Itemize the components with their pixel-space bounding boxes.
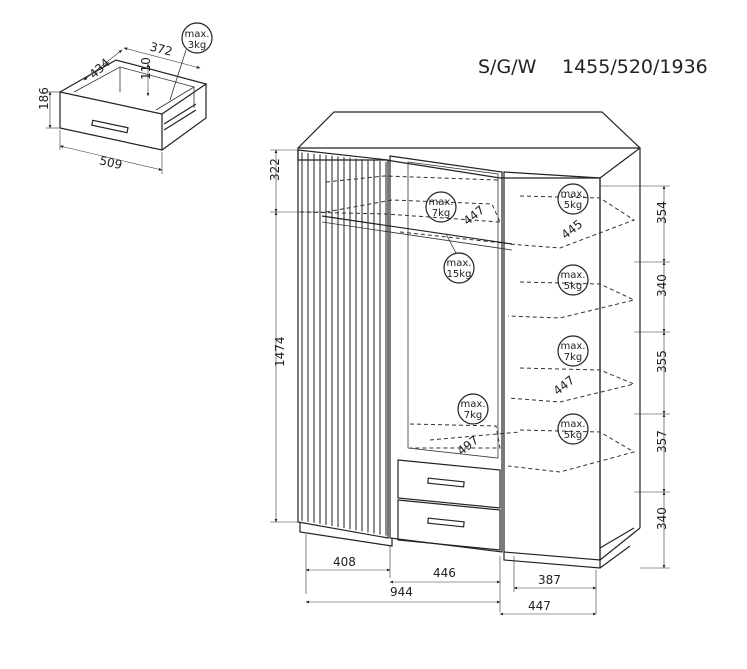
- svg-text:max.: max.: [561, 419, 586, 430]
- shelf-height-2: 340: [655, 274, 669, 297]
- load-badge-6: max. 7kg: [457, 393, 489, 425]
- shelf-height-5: 340: [655, 507, 669, 530]
- shelf-height-3: 355: [655, 350, 669, 373]
- right-width-label: 447: [528, 599, 551, 613]
- load-badge-5: max. 7kg: [557, 335, 589, 367]
- svg-text:5kg: 5kg: [564, 200, 583, 211]
- shelf-depth-2: 445: [559, 217, 586, 242]
- right-door: [503, 171, 601, 561]
- shelf-height-4: 357: [655, 430, 669, 453]
- overall-dimensions: 1455/520/1936: [562, 56, 708, 78]
- bottom-width-middle: 446: [433, 566, 456, 580]
- load-badges: max. 7kg max. 5kg max. 15kg max. 5kg max…: [425, 183, 589, 445]
- internal-shelves: [299, 175, 636, 473]
- load-badge-3: max. 15kg: [443, 233, 475, 284]
- drawer-inner-width-label: 372: [148, 40, 174, 59]
- svg-text:7kg: 7kg: [432, 208, 451, 219]
- wardrobe-drawer-upper: [397, 459, 501, 509]
- shelf-height-1: 354: [655, 201, 669, 224]
- drawer-load-badge: max. 3kg: [169, 22, 213, 101]
- drawer-inner-height-label: 110: [139, 57, 153, 80]
- svg-text:max.: max.: [461, 399, 486, 410]
- load-badge-7: max. 5kg: [557, 413, 589, 445]
- load-badge-2: max. 5kg: [557, 183, 589, 215]
- door-height-label: 1474: [273, 336, 287, 367]
- bottom-width-left: 408: [333, 555, 356, 569]
- product-code: S/G/W: [478, 56, 537, 78]
- svg-text:max.: max.: [561, 270, 586, 281]
- shelf-depth-3: 447: [551, 373, 578, 398]
- bottom-dimensions: 408 446 387 944 447: [305, 534, 597, 616]
- svg-text:max.: max.: [561, 189, 586, 200]
- drawer-detail: 434 372 110 186 509 max. 3kg: [37, 22, 213, 174]
- total-width-label: 944: [390, 585, 413, 599]
- svg-text:7kg: 7kg: [564, 352, 583, 363]
- drawer-width-label: 509: [98, 153, 123, 172]
- svg-text:max.: max.: [447, 258, 472, 269]
- shelf-depth-4: 497: [455, 433, 482, 458]
- svg-text:7kg: 7kg: [464, 410, 483, 421]
- svg-text:3kg: 3kg: [188, 40, 207, 51]
- svg-text:15kg: 15kg: [447, 269, 472, 280]
- drawer-handle-lower: [427, 517, 465, 528]
- wardrobe: 447 445 447 497: [297, 111, 641, 569]
- drawer-height-label: 186: [37, 87, 51, 110]
- slatted-door: [297, 149, 389, 539]
- svg-text:5kg: 5kg: [564, 281, 583, 292]
- drawer-handle-upper: [427, 477, 465, 488]
- left-dimensions: 322 1474: [268, 149, 326, 523]
- svg-text:max.: max.: [429, 197, 454, 208]
- drawer-depth-label: 434: [86, 56, 112, 82]
- svg-text:max.: max.: [185, 29, 210, 40]
- bottom-width-right: 387: [538, 573, 561, 587]
- svg-text:5kg: 5kg: [564, 430, 583, 441]
- mirror-door: [389, 155, 503, 553]
- svg-text:max.: max.: [561, 341, 586, 352]
- shelf-depth-1: 447: [461, 203, 488, 228]
- load-badge-1: max. 7kg: [425, 191, 457, 223]
- top-height-label: 322: [268, 158, 282, 181]
- drawer-front: [59, 91, 163, 151]
- wardrobe-drawer-lower: [397, 499, 501, 551]
- load-badge-4: max. 5kg: [557, 264, 589, 296]
- right-dimensions: 354 340 355 357 340: [600, 185, 670, 569]
- drawer-handle: [91, 119, 129, 134]
